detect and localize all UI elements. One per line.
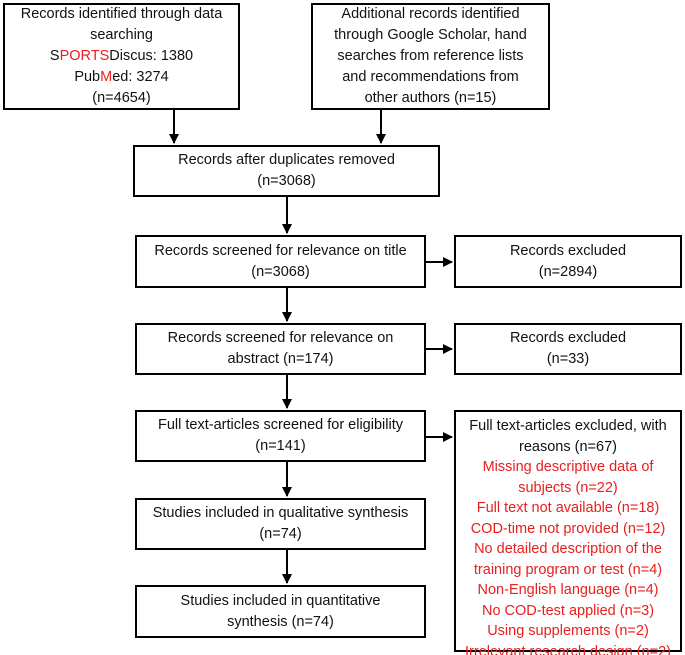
exclusion-reason: Using supplements (n=2) [487, 623, 649, 639]
fulltext-screening-line-2: (n=141) [255, 438, 306, 454]
additional-line-1: Additional records identified [341, 6, 520, 22]
additional-records-box: Additional records identified through Go… [311, 3, 550, 110]
fulltext-excluded-header-2: reasons (n=67) [519, 438, 617, 455]
fulltext-screening-box: Full text-articles screened for eligibil… [135, 410, 426, 462]
records-identified-line1: Records identified through data [20, 6, 223, 22]
records-identified-total: (n=4654) [92, 90, 151, 106]
quantitative-line-2: synthesis (n=74) [227, 613, 334, 630]
exclusion-reason: Full text not available (n=18) [476, 500, 660, 516]
title-screening-line-1: Records screened for relevance on title [154, 242, 407, 259]
title-excluded-box: Records excluded (n=2894) [454, 235, 682, 288]
additional-line-4: and recommendations from [342, 69, 519, 85]
fulltext-screening-line-1: Full text-articles screened for eligibil… [158, 417, 403, 433]
title-screening-box: Records screened for relevance on title … [135, 235, 426, 288]
exclusion-reason: Non-English language (n=4) [477, 582, 659, 598]
records-identified-box: Records identified through data searchin… [3, 3, 240, 110]
exclusion-reason: COD-time not provided (n=12) [470, 520, 666, 537]
abstract-screening-line-2: abstract (n=174) [227, 351, 334, 367]
sportsdiscus-line: SPORTSDiscus: 1380 [49, 48, 194, 64]
additional-line-2: through Google Scholar, hand [334, 27, 527, 43]
title-screening-line-2: (n=3068) [251, 263, 310, 280]
pubmed-line: PubMed: 3274 [74, 69, 169, 85]
exclusion-reason: training program or test (n=4) [473, 561, 663, 578]
exclusion-reason: Irrelevant research design (n=2) [465, 643, 671, 655]
fulltext-excluded-box: Full text-articles excluded, with reason… [454, 410, 682, 655]
quantitative-line-1: Studies included in quantitative [180, 592, 381, 609]
exclusion-reason: subjects (n=22) [518, 479, 618, 496]
abstract-excluded-line-1: Records excluded [509, 330, 627, 346]
exclusion-reason: No COD-test applied (n=3) [481, 602, 655, 619]
quantitative-synthesis-box: Studies included in quantitative synthes… [135, 585, 426, 638]
qualitative-line-1: Studies included in qualitative synthesi… [152, 505, 409, 521]
abstract-excluded-line-2: (n=33) [546, 351, 590, 367]
fulltext-excluded-header-1: Full text-articles excluded, with [469, 418, 667, 434]
abstract-screening-box: Records screened for relevance on abstra… [135, 323, 426, 375]
duplicates-line-1: Records after duplicates removed [178, 152, 395, 168]
records-identified-line2: searching [90, 27, 153, 43]
exclusion-reason: Missing descriptive data of [482, 459, 654, 475]
title-excluded-line-1: Records excluded [509, 242, 627, 259]
additional-line-3: searches from reference lists [337, 48, 524, 64]
abstract-excluded-box: Records excluded (n=33) [454, 323, 682, 375]
additional-line-5: other authors (n=15) [364, 90, 497, 106]
title-excluded-line-2: (n=2894) [538, 263, 598, 280]
duplicates-line-2: (n=3068) [257, 173, 316, 189]
exclusion-reason: No detailed description of the [474, 541, 662, 557]
qualitative-line-2: (n=74) [259, 526, 302, 542]
qualitative-synthesis-box: Studies included in qualitative synthesi… [135, 498, 426, 550]
abstract-screening-line-1: Records screened for relevance on [167, 330, 394, 346]
duplicates-removed-box: Records after duplicates removed (n=3068… [133, 145, 440, 197]
